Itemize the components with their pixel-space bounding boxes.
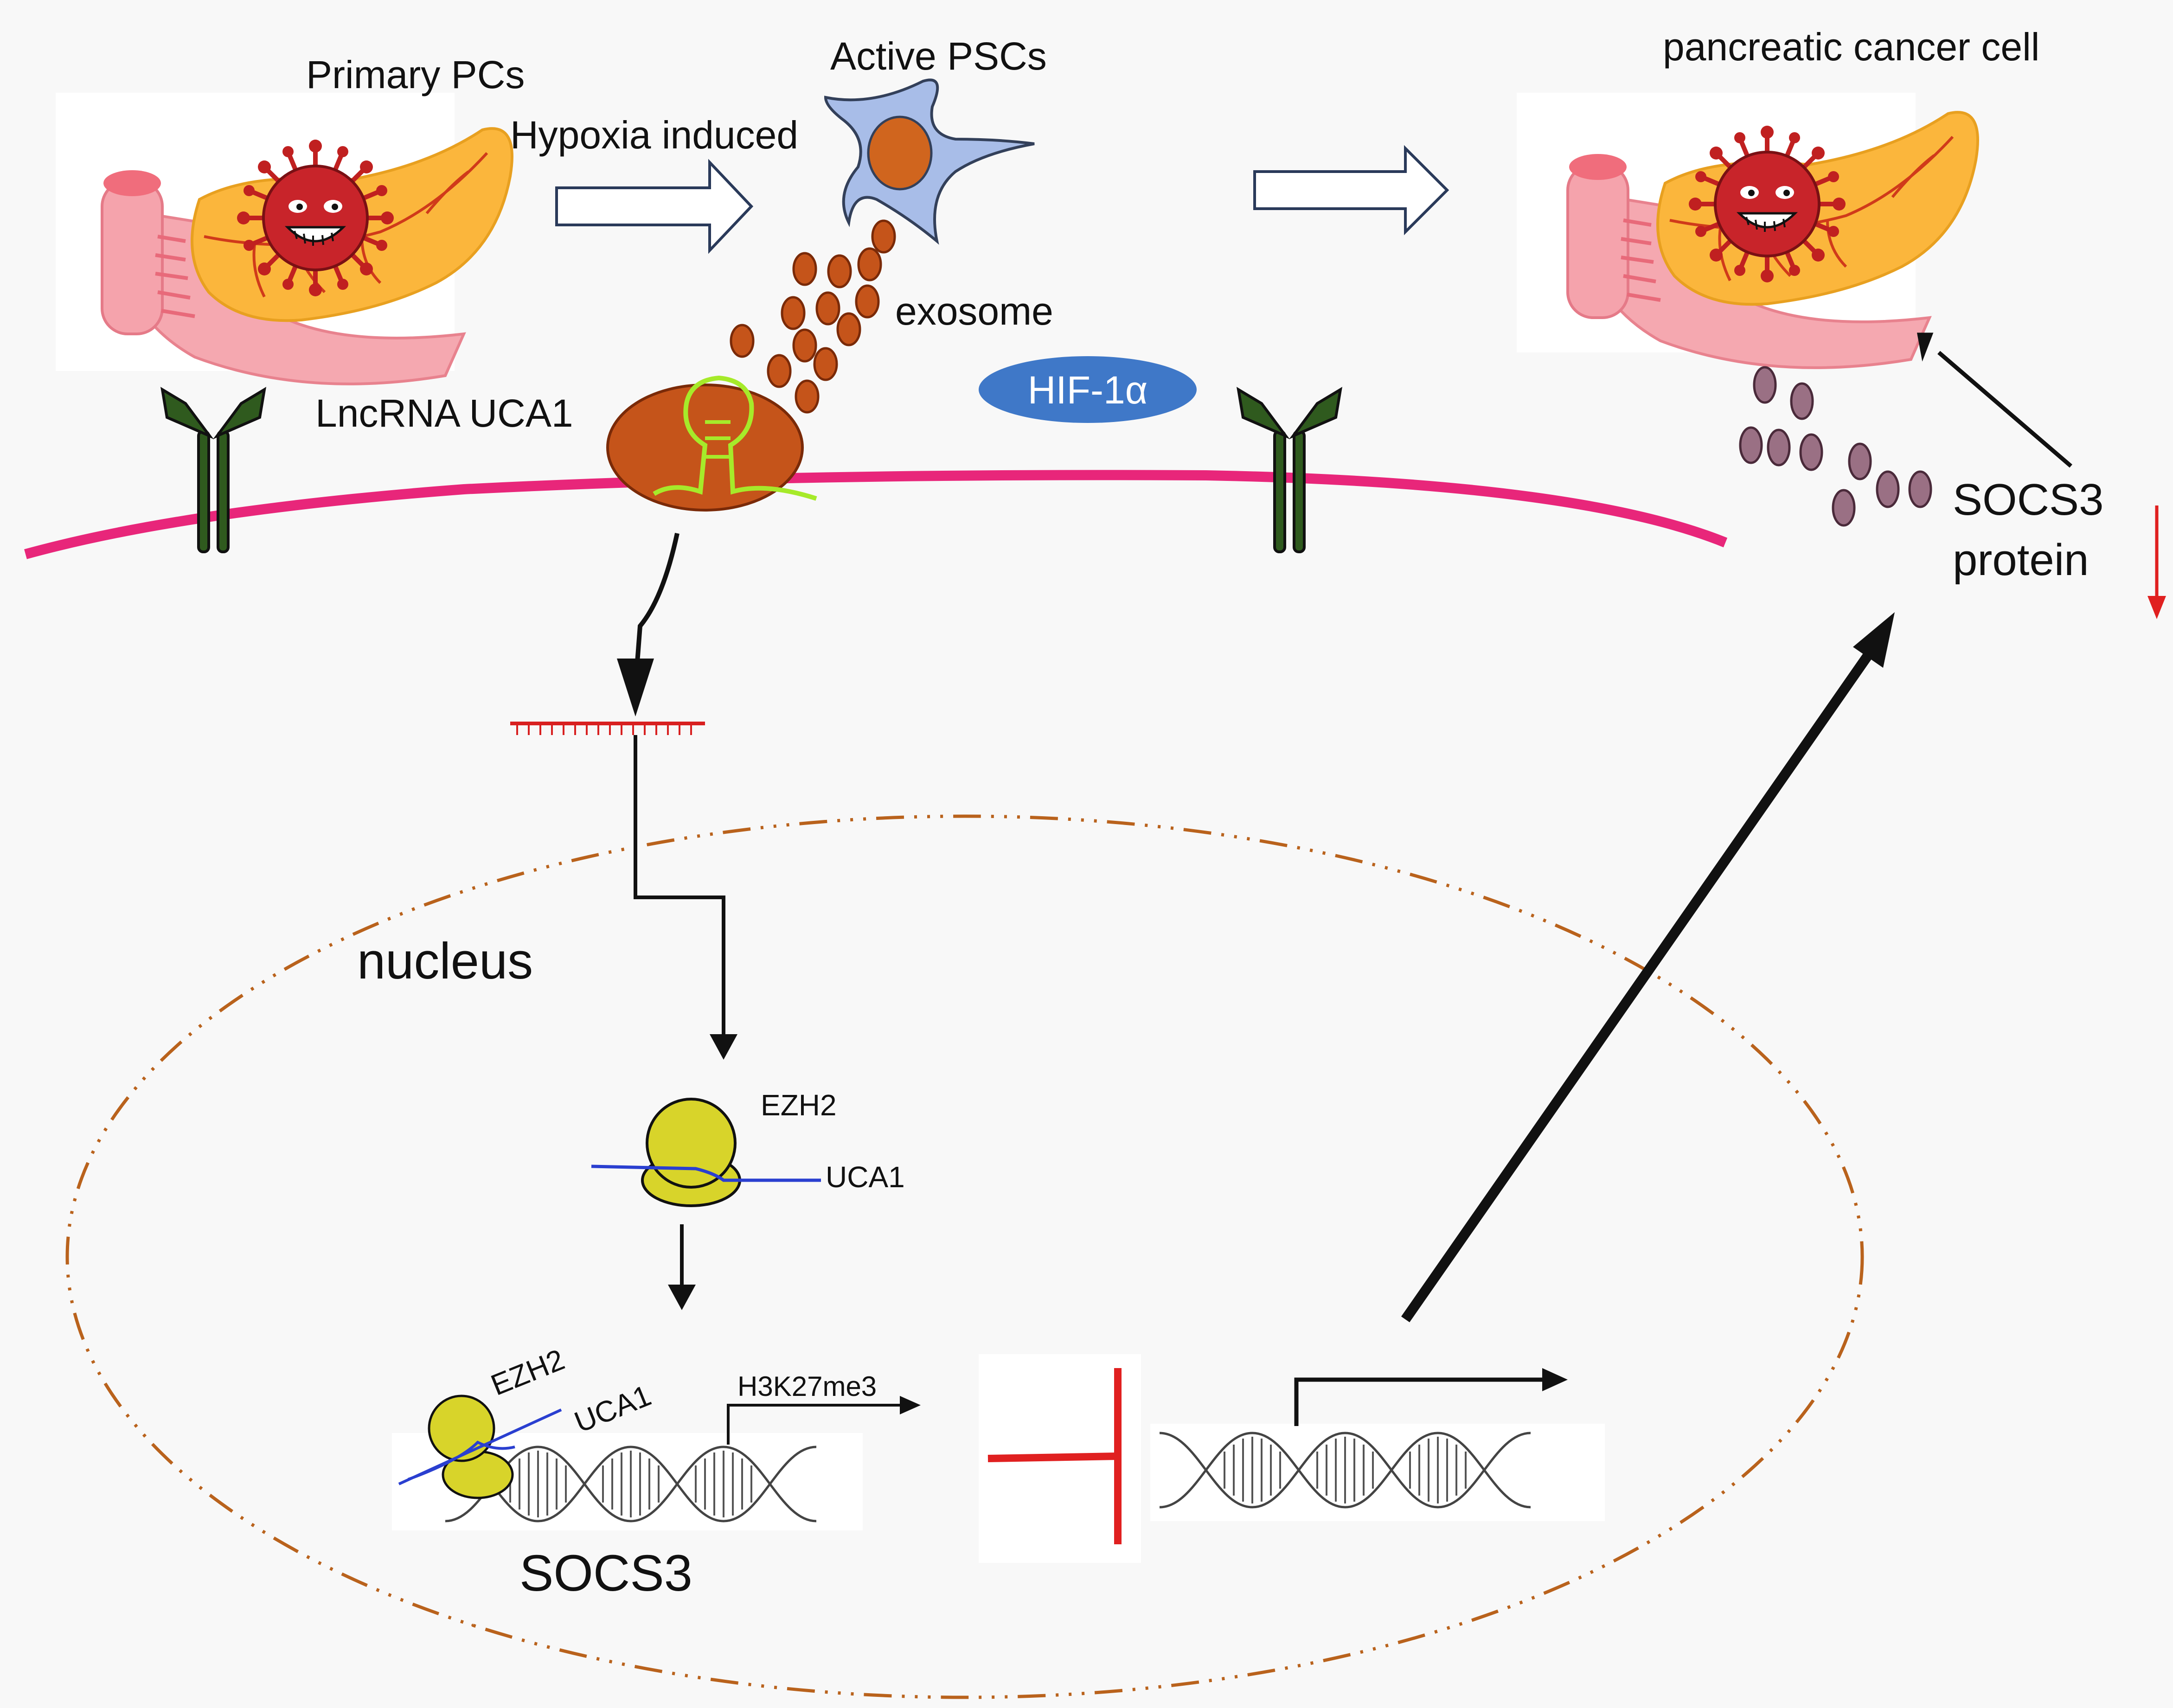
socs3-dna-right — [1150, 1424, 1605, 1521]
receptor-icon-left — [162, 390, 264, 552]
socs3-protein-vesicles — [1739, 366, 1932, 527]
socs3-protein-label-line2: protein — [1953, 535, 2089, 585]
complex-down-arrow-head — [668, 1285, 696, 1310]
progression-arrow — [1253, 145, 1449, 236]
rna-to-ezh2-arrow-head — [710, 1034, 737, 1060]
lncrna-exosome — [606, 375, 817, 512]
stellate-cell-icon — [824, 78, 1035, 245]
nucleus-label: nucleus — [357, 933, 533, 990]
ezh2-bottom-label: EZH2 — [486, 1343, 569, 1402]
uptake-arrow-head — [617, 659, 654, 716]
exosome-cluster — [730, 219, 896, 414]
primary-pancreas-illustration — [56, 93, 512, 384]
transcription-arrow — [1294, 1377, 1545, 1426]
h3k27me3-label: H3K27me3 — [737, 1371, 877, 1402]
expression-arrow — [1401, 644, 1878, 1323]
hypoxia-arrow — [555, 159, 754, 254]
lncrna-label: LncRNA UCA1 — [315, 391, 573, 435]
socs3-to-cell-arrow-head — [1917, 333, 1934, 362]
exosome-label: exosome — [895, 289, 1053, 333]
socs3-to-cell-arrow — [1937, 351, 2072, 468]
h3k27me3-arrow-head — [900, 1396, 921, 1414]
uca1-bottom-label: UCA1 — [570, 1378, 655, 1439]
uptake-arrow — [633, 532, 679, 687]
socs3-protein-label-line1: SOCS3 — [1953, 475, 2103, 525]
rna-to-ezh2-connector — [634, 735, 725, 1039]
inhibition-symbol — [979, 1354, 1141, 1563]
hypoxia-label: Hypoxia induced — [510, 113, 798, 157]
hif-badge — [979, 356, 1197, 423]
cancer-pancreas-illustration — [1517, 93, 1978, 368]
socs3-gene-label: SOCS3 — [519, 1545, 692, 1602]
socs3-dna-left — [392, 1395, 863, 1530]
nucleus-boundary — [65, 814, 1864, 1699]
decrease-arrow-head — [2147, 596, 2166, 619]
pancreatic-cancer-cell-label: pancreatic cancer cell — [1663, 25, 2039, 69]
h3k27me3-arrow — [727, 1404, 904, 1445]
transcription-arrow-head — [1542, 1368, 1568, 1391]
active-pscs-label: Active PSCs — [830, 34, 1047, 78]
rna-fragment — [510, 722, 705, 735]
cell-membrane — [24, 470, 1728, 559]
uca1-top-label: UCA1 — [826, 1160, 905, 1194]
expression-arrow-head — [1853, 612, 1895, 668]
ezh2-top-label: EZH2 — [761, 1088, 837, 1122]
ezh2-uca1-complex — [591, 1098, 821, 1207]
receptor-icon-right — [1238, 390, 1340, 552]
primary-pcs-label: Primary PCs — [306, 53, 525, 96]
hif-label: HIF-1α — [1028, 368, 1148, 412]
